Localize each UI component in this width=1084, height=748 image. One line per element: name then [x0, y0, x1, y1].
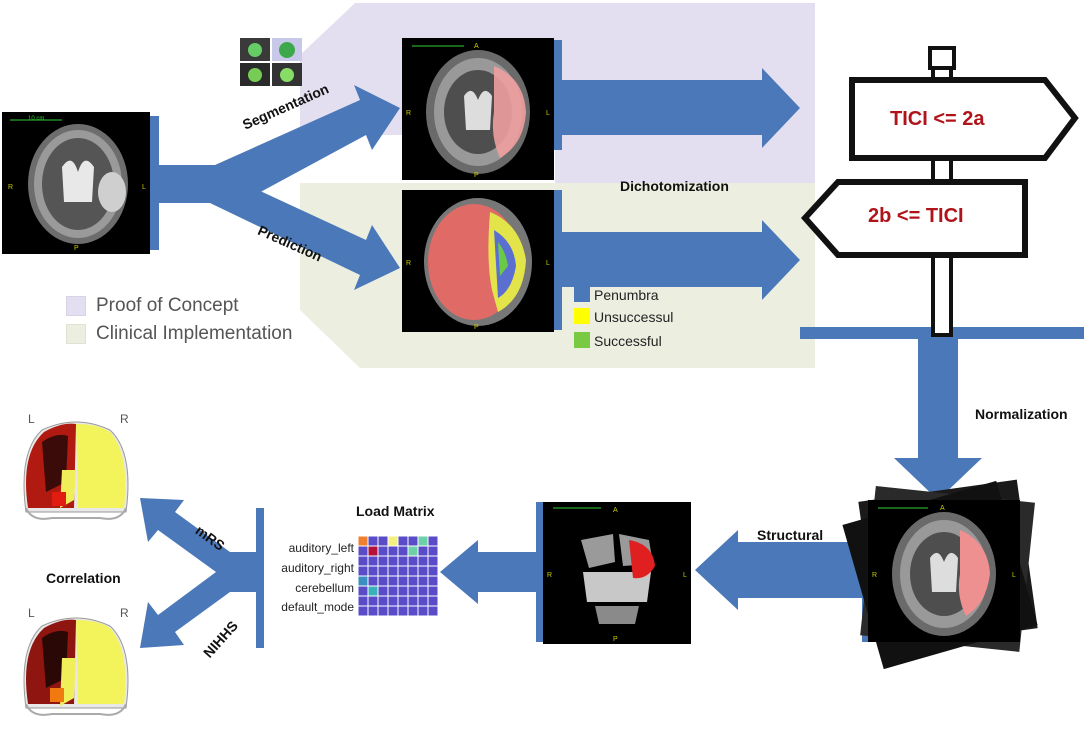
brain-bottom-left-marker: L — [28, 606, 35, 620]
correlation-brain-top — [12, 412, 140, 524]
prediction-bar — [553, 190, 562, 330]
segmentation-brain-image: R L P A — [402, 38, 554, 180]
correlation-bar — [256, 508, 264, 648]
proof-of-concept-legend: Proof of Concept — [96, 295, 239, 316]
svg-text:L: L — [546, 260, 550, 267]
svg-text:L: L — [546, 110, 550, 117]
svg-text:A: A — [474, 43, 479, 50]
svg-text:P: P — [474, 324, 479, 331]
branch-arrow-bottom — [210, 170, 400, 290]
normalized-brain-image: R L A — [868, 500, 1020, 642]
svg-text:R: R — [8, 184, 13, 191]
structural-label: Structural — [757, 527, 824, 543]
segmentation-thumbnails — [240, 38, 302, 86]
input-brain-image: R L P — [2, 112, 150, 254]
successful-swatch — [574, 332, 590, 348]
unsuccessful-legend: Unsuccessul — [594, 309, 674, 325]
successful-legend: Successful — [594, 333, 662, 349]
correlation-label: Correlation — [46, 570, 121, 586]
segmentation-out-arrow — [562, 68, 800, 148]
input-bar — [150, 116, 159, 250]
svg-text:R: R — [872, 572, 877, 579]
svg-text:R: R — [406, 110, 411, 117]
svg-text:A: A — [613, 507, 618, 514]
svg-text:R: R — [547, 572, 552, 579]
svg-text:P: P — [474, 172, 479, 179]
load-matrix-label: Load Matrix — [356, 503, 435, 519]
correlation-brain-bottom — [12, 608, 140, 720]
normalization-label: Normalization — [975, 406, 1068, 422]
matrix-arrow — [440, 540, 536, 604]
brain-top-right-marker: R — [120, 412, 129, 426]
matrix-row-label: auditory_right — [281, 561, 354, 575]
prediction-out-arrow — [562, 220, 800, 300]
svg-text:P: P — [613, 636, 618, 643]
svg-text:R: R — [406, 260, 411, 267]
prediction-brain-image: R L P — [402, 190, 554, 332]
input-scale-label: 10 cm — [28, 116, 45, 122]
normalization-arrow — [894, 339, 982, 500]
unsuccessful-swatch — [574, 308, 590, 324]
brain-bottom-right-marker: R — [120, 606, 129, 620]
svg-text:L: L — [142, 184, 146, 191]
sign-bottom-text: 2b <= TICI — [868, 205, 964, 227]
structural-bar — [536, 502, 544, 642]
penumbra-swatch — [574, 286, 590, 302]
dichotomization-label: Dichotomization — [620, 178, 729, 194]
sign-top-text: TICI <= 2a — [890, 108, 985, 130]
penumbra-legend: Penumbra — [594, 287, 659, 303]
svg-text:A: A — [940, 505, 945, 512]
correlation-fork — [140, 498, 256, 648]
segmentation-bar — [553, 40, 562, 150]
svg-text:L: L — [683, 572, 687, 579]
brain-top-left-marker: L — [28, 412, 35, 426]
matrix-row-label: cerebellum — [295, 581, 354, 595]
sign-bottom-shape — [800, 179, 1028, 258]
structural-arrow — [695, 530, 862, 610]
sign-top-shape — [849, 77, 1079, 161]
clinical-implementation-swatch — [66, 324, 86, 344]
structural-brain-image: R L P A — [543, 502, 691, 644]
matrix-row-label: default_mode — [281, 600, 354, 614]
load-matrix-grid — [358, 536, 438, 616]
svg-text:P: P — [74, 245, 79, 252]
signpost — [800, 46, 1079, 337]
svg-text:L: L — [1012, 572, 1016, 579]
clinical-implementation-legend: Clinical Implementation — [96, 323, 293, 344]
matrix-row-label: auditory_left — [288, 541, 354, 555]
proof-of-concept-swatch — [66, 296, 86, 316]
